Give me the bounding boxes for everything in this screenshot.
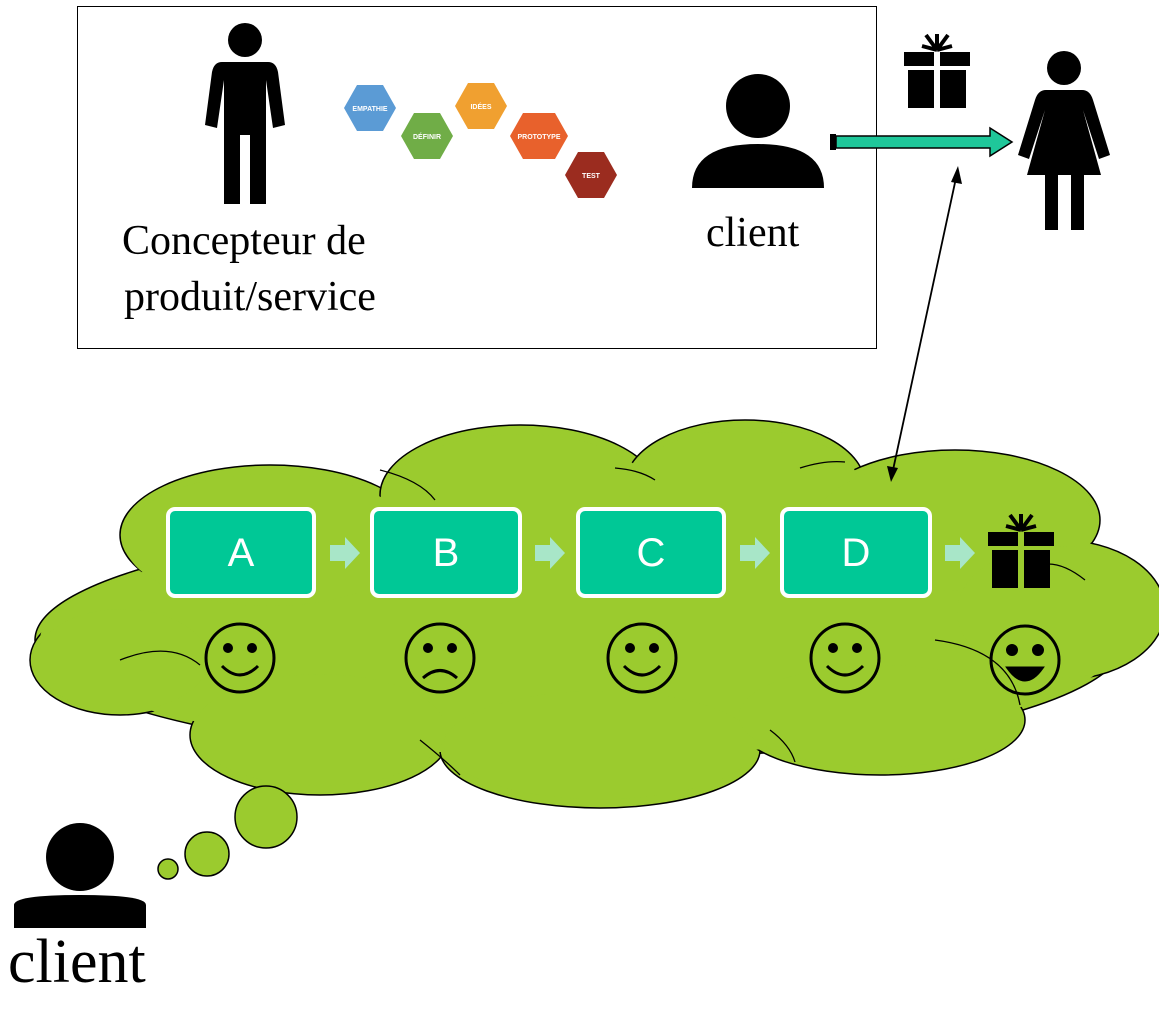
- gift-icon: [988, 513, 1054, 588]
- client-label-bottom: client: [8, 928, 146, 996]
- chevron-arrow-icon: [535, 537, 565, 569]
- hexagon-label: EMPATHIE: [352, 106, 387, 113]
- designer-figure-icon: [205, 23, 285, 204]
- designer-label-line1: Concepteur de: [122, 218, 366, 264]
- step-box-b: B: [370, 507, 522, 598]
- hexagon-label: IDÉES: [470, 102, 491, 111]
- sad-face-icon: [404, 622, 476, 694]
- hexagon-label: TEST: [582, 173, 601, 180]
- step-chevrons: [330, 537, 975, 569]
- client-label-top: client: [706, 210, 800, 256]
- hexagon-definir: DÉFINIR: [401, 113, 453, 159]
- mood-faces: [204, 622, 1061, 696]
- hexagon-idees: IDÉES: [455, 83, 507, 129]
- step-label-d: D: [842, 531, 871, 575]
- hexagon-label: PROTOTYPE: [517, 134, 560, 141]
- step-box-d: D: [780, 507, 932, 598]
- client-avatar-icon: [14, 823, 146, 928]
- happy-face-icon: [809, 622, 881, 694]
- hexagon-prototype: PROTOTYPE: [510, 113, 568, 159]
- step-box-c: C: [576, 507, 726, 598]
- happy-face-icon: [204, 622, 276, 694]
- grinning-face-icon: [989, 624, 1061, 696]
- delivery-arrow: [830, 126, 1014, 158]
- hexagon-test: TEST: [565, 152, 617, 198]
- chevron-arrow-icon: [330, 537, 360, 569]
- step-label-a: A: [228, 531, 255, 575]
- hexagon-empathie: EMPATHIE: [344, 85, 396, 131]
- designer-label-line2: produit/service: [124, 274, 376, 320]
- chevron-arrow-icon: [945, 537, 975, 569]
- cloud-fill-cover: [36, 429, 1159, 799]
- chevron-arrow-icon: [740, 537, 770, 569]
- gift-icon: [904, 33, 970, 108]
- client-avatar-icon: [692, 74, 824, 188]
- step-label-c: C: [637, 531, 666, 575]
- step-label-b: B: [433, 531, 460, 575]
- step-box-a: A: [166, 507, 316, 598]
- thought-bubbles: [157, 785, 298, 880]
- recipient-figure-icon: [1018, 51, 1110, 230]
- design-thinking-hexagons: EMPATHIE DÉFINIR IDÉES PROTOTYPE TEST: [344, 83, 617, 198]
- journey-steps: A B C D: [166, 507, 932, 598]
- connector-double-arrow: [887, 166, 962, 482]
- happy-face-icon: [606, 622, 678, 694]
- hexagon-label: DÉFINIR: [413, 132, 441, 141]
- design-team-frame: [77, 6, 877, 349]
